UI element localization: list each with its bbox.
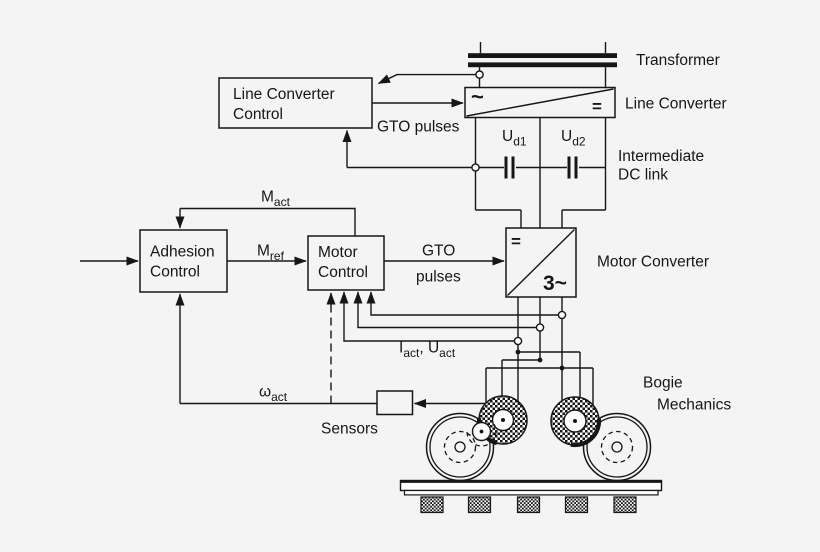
gto-pulses-line-converter-label: GTO pulses bbox=[377, 119, 460, 136]
current-sensor-node-3 bbox=[557, 310, 567, 320]
transformer-symbol bbox=[468, 42, 617, 88]
dc-link-tap-node bbox=[471, 163, 480, 172]
line-voltage-tap-node bbox=[475, 70, 484, 79]
line-converter-control-block bbox=[218, 77, 373, 129]
speed-feedback-line bbox=[175, 293, 486, 408]
motor-control-label-2: Control bbox=[318, 264, 368, 281]
motor-phase-wiring bbox=[485, 297, 594, 406]
junction-dot bbox=[515, 349, 521, 355]
line-converter-label: Line Converter bbox=[625, 96, 727, 113]
current-sensor-node-1 bbox=[513, 336, 523, 346]
sleeper bbox=[420, 496, 444, 514]
m-ref-label: Mref bbox=[257, 243, 285, 264]
transformer-primary-bar bbox=[468, 53, 617, 58]
bogie-mechanics-drawing bbox=[399, 395, 663, 514]
motor-converter-ac-symbol: 3~ bbox=[543, 272, 567, 295]
right-wheel bbox=[582, 412, 652, 482]
motor-control-block bbox=[307, 235, 385, 291]
bogie-label-2: Mechanics bbox=[657, 397, 731, 414]
m-act-label: Mact bbox=[261, 189, 291, 210]
gear-pinion bbox=[466, 421, 497, 447]
omega-act-label: ωact bbox=[259, 384, 288, 405]
motor-converter-symbol: = 3~ bbox=[505, 227, 577, 298]
motor-converter-label: Motor Converter bbox=[597, 254, 709, 271]
line-converter-symbol: ~ = bbox=[464, 84, 616, 119]
capacitor-1 bbox=[504, 156, 508, 179]
sensors-label: Sensors bbox=[321, 421, 378, 438]
line-converter-control-label-2: Control bbox=[233, 106, 283, 123]
dc-link-circuit bbox=[471, 70, 607, 228]
adhesion-control-label-1: Adhesion bbox=[150, 244, 215, 261]
bogie-label-1: Bogie bbox=[643, 375, 683, 392]
motor-control-label-1: Motor bbox=[318, 244, 358, 261]
dc-link-label-1: Intermediate bbox=[618, 148, 704, 165]
adhesion-control-label-2: Control bbox=[150, 264, 200, 281]
transformer-label: Transformer bbox=[636, 52, 720, 69]
m-act-feedback-line bbox=[175, 207, 356, 236]
adhesion-control-block bbox=[139, 229, 228, 293]
line-converter-dc-symbol: = bbox=[592, 97, 602, 116]
current-sensor-node-2 bbox=[535, 323, 545, 332]
sleeper bbox=[516, 496, 541, 514]
gto-motor-label-2: pulses bbox=[416, 269, 461, 286]
u-d1-label: Ud1 bbox=[502, 128, 527, 149]
sleeper bbox=[564, 496, 589, 514]
dc-link-feedback-line bbox=[342, 129, 472, 169]
measurement-tap-lines bbox=[326, 291, 559, 404]
gto-motor-label-1: GTO bbox=[422, 243, 455, 260]
right-traction-motor bbox=[550, 396, 602, 448]
motor-converter-dc-symbol: = bbox=[511, 232, 521, 251]
transformer-secondary-bar bbox=[468, 62, 617, 68]
u-d2-label: Ud2 bbox=[561, 128, 586, 149]
line-converter-control-label-1: Line Converter bbox=[233, 86, 335, 103]
dc-link-label-2: DC link bbox=[618, 167, 668, 184]
sensors-block bbox=[376, 390, 414, 416]
i-act-u-act-label: Iact, Uact bbox=[399, 340, 456, 361]
rail-track bbox=[399, 479, 663, 514]
line-voltage-feedback-arrow bbox=[377, 73, 476, 85]
capacitor-2 bbox=[567, 156, 571, 179]
line-converter-ac-symbol: ~ bbox=[471, 84, 484, 109]
junction-dot bbox=[537, 357, 543, 363]
junction-dot bbox=[559, 365, 565, 371]
sleeper bbox=[467, 496, 492, 514]
sleeper bbox=[613, 496, 637, 514]
